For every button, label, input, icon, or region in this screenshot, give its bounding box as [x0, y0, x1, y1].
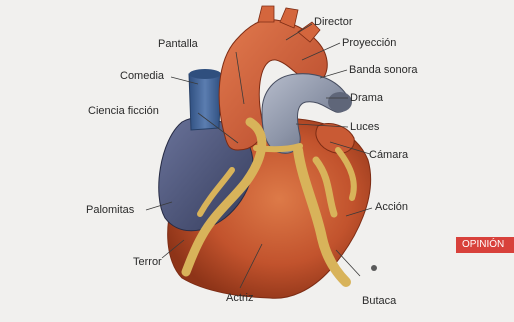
label-drama: Drama	[350, 92, 383, 104]
label-camara: Cámara	[369, 149, 408, 161]
aorta-branch-1	[258, 6, 274, 22]
small-mark	[371, 265, 377, 271]
pulmonary-artery-opening	[328, 92, 352, 112]
coronary-fat-top	[256, 146, 300, 149]
label-comedia: Comedia	[120, 70, 164, 82]
label-luces: Luces	[350, 121, 379, 133]
vena-cava-top	[189, 69, 221, 79]
label-director: Director	[314, 16, 353, 28]
label-palomitas: Palomitas	[86, 204, 134, 216]
label-butaca: Butaca	[362, 295, 396, 307]
label-proyeccion: Proyección	[342, 37, 396, 49]
vena-cava	[189, 74, 221, 130]
label-banda-sonora: Banda sonora	[349, 64, 418, 76]
label-accion: Acción	[375, 201, 408, 213]
label-pantalla: Pantalla	[158, 38, 198, 50]
label-actriz: Actriz	[226, 292, 254, 304]
label-ciencia-ficcion: Ciencia ficción	[88, 105, 159, 117]
label-terror: Terror	[133, 256, 162, 268]
opinion-badge: OPINIÓN	[456, 237, 514, 253]
